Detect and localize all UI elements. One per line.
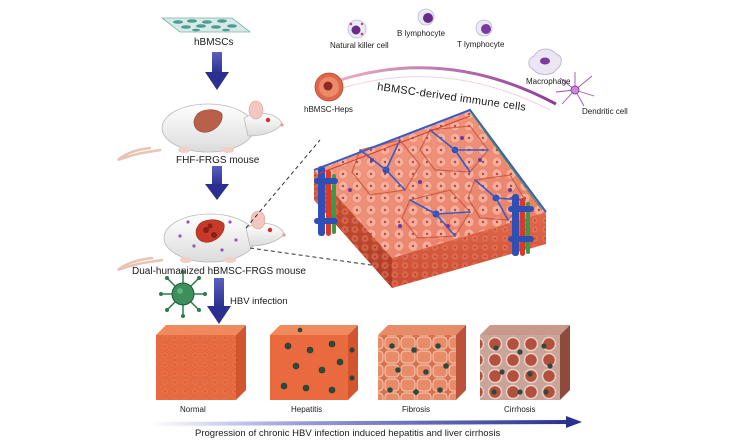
t-lymphocyte-label: T lymphocyte	[457, 40, 505, 49]
flow-arrow-2	[205, 166, 229, 200]
dendritic-cell-label: Dendritic cell	[582, 107, 628, 116]
hbv-virus-icon	[159, 270, 207, 318]
liver-tissue-block	[313, 108, 547, 288]
natural-killer-cell-icon	[347, 19, 367, 39]
hbmsc-heps-label: hBMSC-Heps	[304, 105, 353, 114]
stage-hepatitis-label: Hepatitis	[291, 405, 323, 414]
flow-arrow-3	[207, 278, 231, 324]
dual-humanized-mouse-label: Dual-humanized hBMSC-FRGS mouse	[132, 266, 306, 277]
zoom-line-top	[245, 139, 321, 229]
t-lymphocyte-icon	[475, 19, 493, 37]
dendritic-cell-icon	[555, 72, 595, 107]
flow-arrow-1	[205, 52, 229, 90]
hbmsc-label: hBMSCs	[194, 37, 234, 48]
stage-normal-label: Normal	[180, 405, 206, 414]
stage-fibrosis-label: Fibrosis	[402, 405, 431, 414]
natural-killer-cell-label: Natural killer cell	[330, 41, 389, 50]
immune-arc-inner	[329, 76, 551, 111]
stage-cirrhosis-label: Cirrhosis	[504, 405, 536, 414]
progression-arrow	[150, 416, 582, 428]
stage-normal-cube	[156, 325, 246, 400]
b-lymphocyte-icon	[417, 8, 435, 26]
right-vessel-bundle	[508, 194, 534, 256]
dual-humanized-mouse-icon	[117, 210, 286, 272]
immune-arc	[321, 66, 557, 106]
zoom-line-bottom	[249, 247, 393, 269]
b-lymphocyte-label: B lymphocyte	[397, 29, 446, 38]
hbv-infection-label: HBV infection	[230, 296, 288, 307]
hbmsc-heps-icon	[314, 72, 344, 102]
stage-cirrhosis-cube	[480, 325, 570, 400]
left-vessel-bundle	[314, 166, 338, 236]
macrophage-label: Macrophage	[526, 77, 571, 86]
stage-hepatitis-cube	[270, 325, 358, 400]
macrophage-icon	[528, 48, 562, 75]
hbmsc-cell-sheet-icon	[160, 17, 252, 33]
fhf-frgs-mouse-label: FHF-FRGS mouse	[176, 155, 260, 166]
progression-caption: Progression of chronic HBV infection ind…	[195, 428, 501, 439]
stage-fibrosis-cube	[378, 325, 466, 400]
fhf-frgs-mouse-icon	[117, 100, 284, 162]
